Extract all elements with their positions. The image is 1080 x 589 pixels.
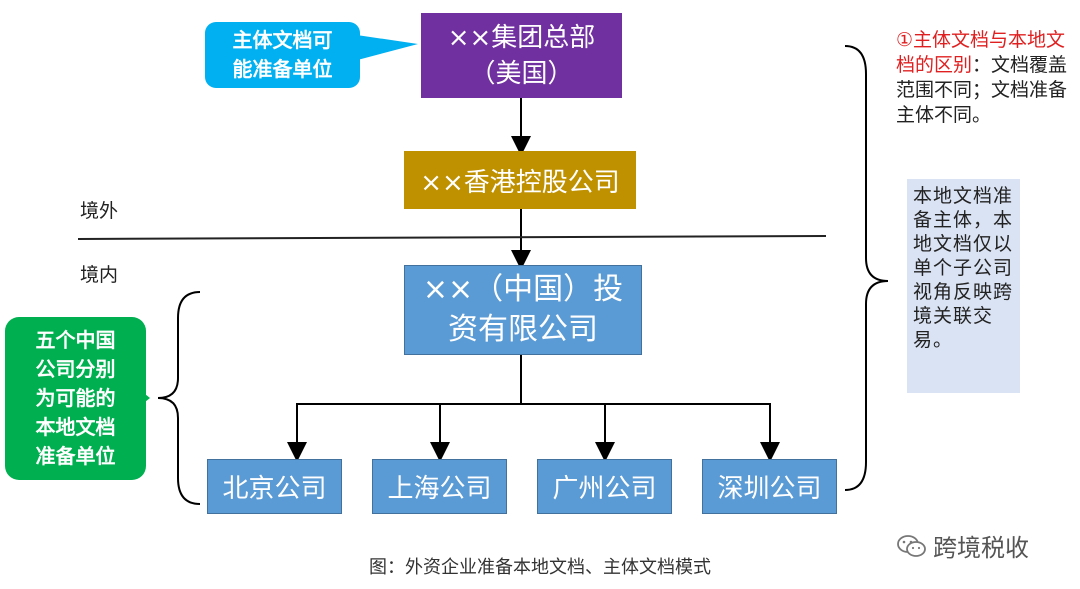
callout-left-line: 公司分别 [35, 357, 116, 381]
hq-name: ××集团总部 [447, 22, 596, 53]
hk-holding-name: ××香港控股公司 [420, 167, 620, 198]
callout-local-file-units: 五个中国 公司分别 为可能的 本地文档 准备单位 [5, 317, 146, 480]
watermark-text: 跨境税收 [933, 534, 1029, 562]
hk-holding-box: ××香港控股公司 [404, 151, 636, 209]
watermark: 跨境税收 [897, 528, 1029, 563]
border-line [77, 235, 827, 240]
callout-top-line: 主体文档可 [232, 28, 333, 52]
subsidiary-shanghai: 上海公司 [372, 459, 507, 514]
callout-left-line: 为可能的 [35, 386, 116, 410]
left-brace [157, 291, 201, 505]
subsidiary-shenzhen: 深圳公司 [702, 459, 837, 514]
outside-label: 境外 [80, 200, 119, 222]
difference-note-body: ：文档覆盖范围不同；文档准备主体不同。 [896, 54, 1068, 126]
subsidiary-name: 上海公司 [387, 474, 492, 504]
difference-note-heading: ①主体文档与本地文档的区别 [896, 29, 1066, 76]
callout-top-line: 能准备单位 [232, 57, 333, 81]
difference-note: ①主体文档与本地文档的区别：文档覆盖范围不同；文档准备主体不同。 [896, 28, 1076, 128]
callout-master-file-unit: 主体文档可能准备单位 [205, 22, 360, 88]
callout-left-line: 本地文档 [35, 415, 116, 439]
hq-box: ××集团总部 （美国） [421, 13, 622, 98]
right-brace [844, 45, 889, 491]
hq-country: （美国） [469, 58, 574, 89]
wechat-icon [897, 534, 926, 557]
subsidiary-name: 北京公司 [222, 474, 327, 504]
local-file-note: 本地文档准备主体，本地文档仅以单个子公司视角反映跨境关联交易。 [907, 179, 1020, 393]
callout-left-line: 五个中国 [35, 328, 116, 352]
subsidiary-guangzhou: 广州公司 [537, 459, 672, 514]
china-investment-line: ××（中国）投 [422, 272, 624, 307]
china-investment-line: 资有限公司 [448, 312, 598, 347]
figure-caption: 图：外资企业准备本地文档、主体文档模式 [369, 557, 711, 578]
china-investment-box: ××（中国）投资有限公司 [404, 265, 642, 355]
subsidiary-name: 广州公司 [552, 474, 657, 504]
subsidiary-name: 深圳公司 [717, 474, 822, 504]
inside-label: 境内 [80, 264, 119, 286]
subsidiary-beijing: 北京公司 [207, 459, 342, 514]
callout-top-pointer [350, 34, 418, 62]
callout-left-line: 准备单位 [35, 444, 116, 468]
